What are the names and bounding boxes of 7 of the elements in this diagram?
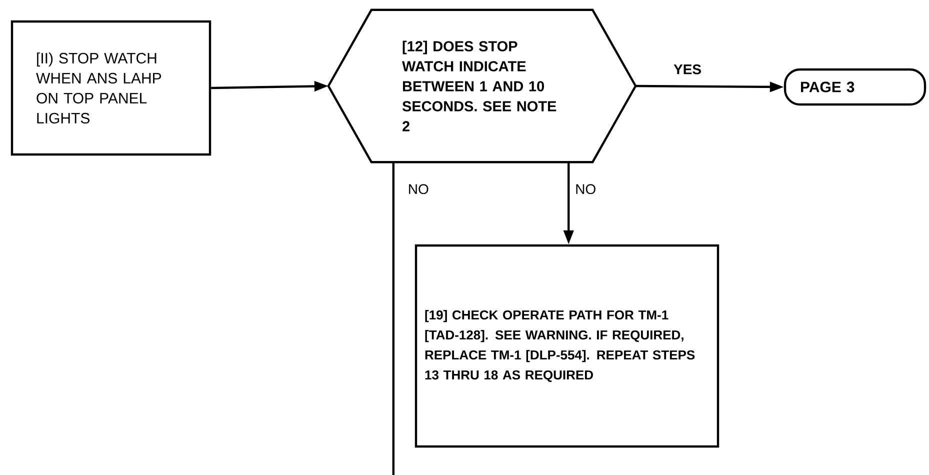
edge-label: NO xyxy=(406,183,430,196)
edge-label: YES xyxy=(672,63,703,76)
process-box: [19] CHECK OPERATE PATH FOR TM-1 [TAD-128]. SEE WARNING. IF REQUIRED, REPLACE TM-1 [DLP-554]. REPEAT STEPS 13 THRU 18 AS REQUIRED xyxy=(414,244,720,448)
decision-hexagon: [12] DOES STOP WATCH INDICATE BETWEEN 1 AND 10 SECONDS. SEE NOTE 2 xyxy=(327,8,637,164)
terminal-box: PAGE 3 xyxy=(784,68,926,106)
edge-label: NO xyxy=(574,183,598,196)
process-box: [II) STOP WATCH WHEN ANS LAHP ON TOP PANEL LIGHTS xyxy=(10,20,212,156)
